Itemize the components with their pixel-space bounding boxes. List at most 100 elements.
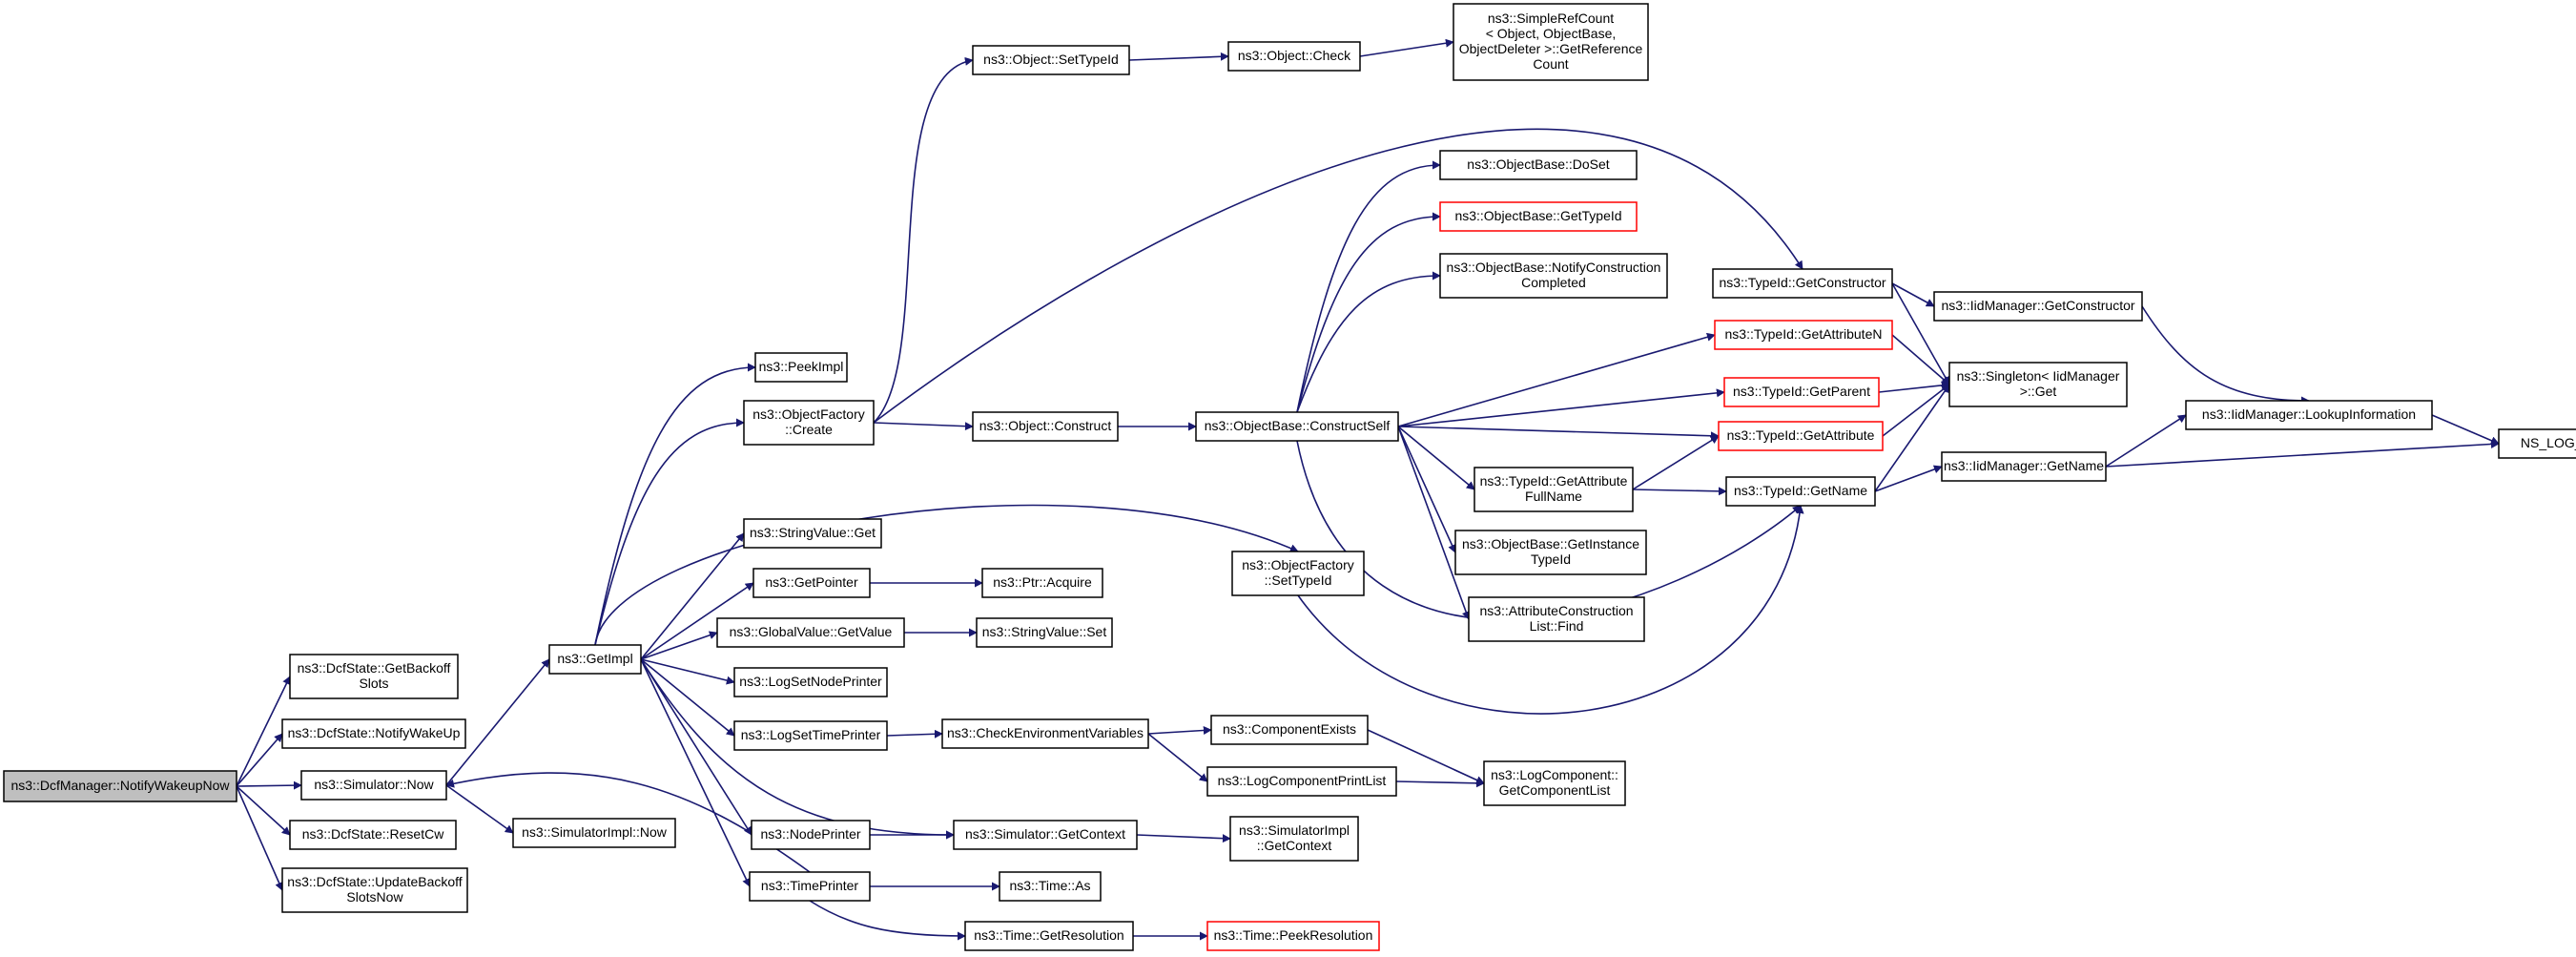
node-box — [743, 400, 875, 446]
function-node[interactable]: ns3::ObjectFactory::SetTypeId — [1231, 551, 1365, 596]
function-node[interactable]: ns3::Simulator::GetContext — [953, 820, 1138, 850]
function-node[interactable]: NS_LOG_LOGIC — [2498, 428, 2576, 459]
function-node[interactable]: ns3::Time::GetResolution — [964, 921, 1134, 951]
function-node[interactable]: ns3::IidManager::LookupInformation — [2185, 400, 2433, 430]
function-node[interactable]: ns3::ComponentExists — [1210, 715, 1369, 745]
function-node[interactable]: ns3::PeekImpl — [754, 352, 848, 383]
function-node[interactable]: ns3::CheckEnvironmentVariables — [941, 718, 1149, 749]
function-node[interactable]: ns3::TypeId::GetAttributeN — [1714, 320, 1893, 350]
function-node[interactable]: ns3::SimulatorImpl::GetContext — [1229, 816, 1359, 862]
node-layer: ns3::DcfManager::NotifyWakeupNowns3::Dcf… — [3, 3, 2576, 951]
node-label: GetComponentList — [1499, 782, 1611, 798]
node-box — [281, 867, 468, 913]
node-label: ns3::CheckEnvironmentVariables — [947, 725, 1144, 740]
node-box — [1453, 3, 1649, 81]
edge-path — [873, 422, 974, 431]
node-label: ns3::TypeId::GetConstructor — [1719, 275, 1886, 290]
function-node[interactable]: ns3::SimpleRefCount< Object, ObjectBase,… — [1453, 3, 1649, 81]
function-node[interactable]: ns3::TypeId::GetAttribute — [1718, 421, 1884, 451]
function-node[interactable]: ns3::TypeId::GetName — [1725, 476, 1876, 507]
function-node[interactable]: ns3::ObjectBase::GetTypeId — [1439, 201, 1638, 232]
node-box — [2498, 428, 2576, 459]
function-node[interactable]: ns3::TypeId::GetParent — [1723, 377, 1880, 407]
function-node[interactable]: ns3::DcfManager::NotifyWakeupNow — [3, 770, 237, 802]
edge-path — [1147, 725, 1212, 735]
edge-path — [1136, 834, 1231, 843]
function-node[interactable]: ns3::LogSetTimePrinter — [733, 720, 888, 751]
function-node[interactable]: ns3::LogComponent::GetComponentList — [1483, 760, 1626, 806]
function-node[interactable]: ns3::TypeId::GetConstructor — [1712, 268, 1893, 299]
node-label: ns3::StringValue::Get — [750, 525, 876, 540]
function-node[interactable]: ns3::LogComponentPrintList — [1206, 766, 1397, 797]
node-label: ns3::LogSetNodePrinter — [739, 674, 882, 689]
function-node[interactable]: ns3::SimulatorImpl::Now — [512, 818, 676, 848]
node-label: ns3::SimpleRefCount — [1488, 10, 1614, 26]
edge-path — [640, 658, 735, 737]
call-edge — [1128, 52, 1229, 61]
function-node[interactable]: ns3::Singleton< IidManager>::Get — [1948, 362, 2128, 407]
function-node[interactable]: ns3::IidManager::GetConstructor — [1933, 291, 2143, 322]
edge-path — [1397, 426, 1475, 490]
node-box — [1941, 451, 2107, 482]
call-edge — [1632, 435, 1720, 490]
node-label: ns3::Object::SetTypeId — [983, 52, 1119, 67]
edge-path — [1297, 505, 1804, 715]
function-node[interactable]: ns3::Object::Check — [1227, 41, 1361, 72]
call-edge — [1891, 282, 1950, 385]
call-edge — [2141, 305, 2310, 406]
edge-path — [2431, 414, 2500, 445]
function-node[interactable]: ns3::ObjectFactory::Create — [743, 400, 875, 446]
edge-path — [640, 631, 718, 660]
call-edge — [1147, 733, 1208, 782]
node-box — [300, 770, 447, 801]
node-label: ns3::SimulatorImpl::Now — [522, 824, 668, 840]
node-box — [1473, 467, 1634, 512]
call-edge — [873, 422, 974, 431]
function-node[interactable]: ns3::ObjectBase::ConstructSelf — [1195, 411, 1399, 442]
edge-path — [1367, 729, 1485, 784]
function-node[interactable]: ns3::StringValue::Set — [976, 617, 1113, 648]
call-edge — [1296, 212, 1441, 413]
node-label: ns3::DcfState::NotifyWakeUp — [288, 725, 461, 740]
function-node[interactable]: ns3::GetPointer — [752, 568, 871, 598]
function-node[interactable]: ns3::Ptr::Acquire — [981, 568, 1103, 598]
function-node[interactable]: ns3::GlobalValue::GetValue — [716, 617, 905, 648]
function-node[interactable]: ns3::ObjectBase::DoSet — [1439, 150, 1638, 180]
edge-path — [640, 658, 752, 836]
function-node[interactable]: ns3::LogSetNodePrinter — [733, 667, 888, 697]
function-node[interactable]: ns3::Object::Construct — [972, 411, 1119, 442]
function-node[interactable]: ns3::DcfState::NotifyWakeUp — [281, 718, 466, 749]
edge-path — [594, 418, 745, 646]
call-edge — [1397, 426, 1475, 490]
node-label: SlotsNow — [346, 889, 403, 905]
call-edge — [1874, 465, 1943, 492]
node-box — [1206, 766, 1397, 797]
function-node[interactable]: ns3::DcfState::ResetCw — [289, 820, 457, 850]
function-node[interactable]: ns3::NodePrinter — [751, 820, 871, 850]
edge-path — [1397, 388, 1725, 427]
function-node[interactable]: ns3::Time::As — [999, 871, 1102, 902]
function-node[interactable]: ns3::GetImpl — [548, 644, 642, 675]
function-node[interactable]: ns3::TimePrinter — [749, 871, 871, 902]
function-node[interactable]: ns3::Simulator::Now — [300, 770, 447, 801]
node-label: ns3::Simulator::Now — [314, 777, 434, 792]
node-label: ns3::TimePrinter — [761, 878, 859, 893]
node-label: ns3::TypeId::GetAttribute — [1727, 427, 1875, 443]
node-label: < Object, ObjectBase, — [1486, 26, 1617, 41]
function-node[interactable]: ns3::StringValue::Get — [743, 518, 882, 549]
edge-path — [873, 128, 1803, 424]
function-node[interactable]: ns3::Object::SetTypeId — [972, 45, 1130, 75]
call-edge — [640, 658, 751, 887]
function-node[interactable]: ns3::ObjectBase::NotifyConstructionCompl… — [1439, 253, 1668, 299]
function-node[interactable]: ns3::IidManager::GetName — [1941, 451, 2107, 482]
call-edge — [1882, 384, 1950, 437]
function-node[interactable]: ns3::Time::PeekResolution — [1206, 921, 1380, 951]
node-label: ns3::ObjectBase::NotifyConstruction — [1447, 260, 1661, 275]
node-box — [972, 411, 1119, 442]
node-label: List::Find — [1530, 618, 1584, 634]
